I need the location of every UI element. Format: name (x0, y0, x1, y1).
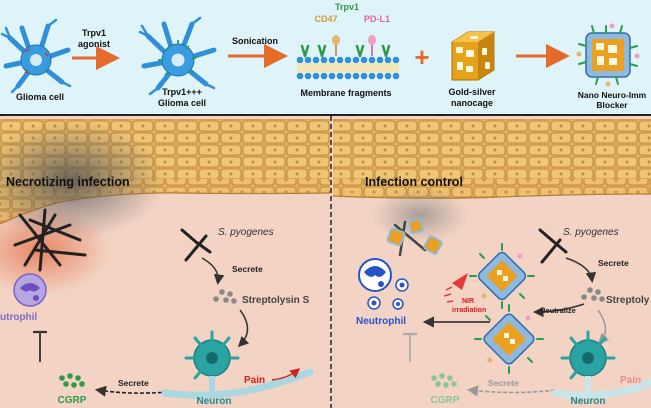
neutralize-label: Neutralize (540, 306, 576, 315)
nanocage-label-line1: Gold-silver (448, 87, 496, 97)
left-secrete2-arrow (94, 385, 169, 397)
blocker-label-line1: Nano Neuro-Imm (578, 90, 647, 100)
right-panel-title: Infection control (365, 175, 463, 189)
right-neuron-icon (551, 330, 651, 399)
nir-laser-icon (443, 273, 468, 303)
neutralize-arrow (533, 303, 585, 318)
nanocage-icon (451, 31, 495, 81)
right-residual-cloud (372, 187, 468, 243)
right-secrete2-label: Secrete (488, 378, 519, 388)
left-toxin-label: Streptolysin S (242, 295, 310, 306)
left-neutrophil-label: utrophil (0, 312, 37, 323)
right-secrete2-arrow (466, 385, 556, 397)
left-pathogen-icon (180, 228, 212, 262)
glioma-cell-icon (0, 18, 72, 94)
left-neutrophil-icon (13, 273, 47, 307)
right-secrete1-label: Secrete (598, 258, 629, 268)
right-neutrophil-icon (358, 258, 409, 310)
left-toxin-icon (213, 289, 237, 304)
sonication-label: Sonication (232, 36, 278, 46)
left-bacteria-cluster-icon (13, 208, 87, 272)
left-activation-arrow (237, 309, 250, 348)
pdl1-label: PD-L1 (364, 14, 390, 24)
left-panel-title: Necrotizing infection (6, 175, 130, 189)
right-neutrophil-label: Neutrophil (356, 316, 406, 327)
trpv1-glioma-cell-icon (138, 16, 217, 96)
left-secrete2-label: Secrete (118, 378, 149, 388)
nanocage-label-line2: nanocage (451, 98, 493, 108)
left-neuron-label: Neuron (197, 396, 232, 407)
plus-sign: + (414, 42, 429, 72)
left-secrete1-label: Secrete (232, 264, 263, 274)
right-blocker-upper-icon (469, 243, 535, 309)
left-pain-arrow (271, 368, 301, 381)
blocker-label-line2: Blocker (596, 100, 628, 110)
right-bound-bacteria-icon (386, 218, 443, 257)
trpv1-label: Trpv1 (335, 2, 359, 12)
right-toxin-icon (581, 287, 605, 302)
left-pain-label: Pain (244, 375, 265, 386)
left-secrete-arrow (201, 257, 225, 285)
agonist-label-line1: Trpv1 (82, 28, 106, 38)
nano-blocker-icon (576, 23, 640, 87)
membrane-fragments-label: Membrane fragments (300, 88, 391, 98)
membrane-fragment-icon (296, 35, 400, 80)
right-cgrp-label: CGRP (431, 395, 460, 406)
cd47-label: CD47 (314, 14, 337, 24)
right-blocker-lower-icon (474, 304, 544, 374)
left-cgrp-label: CGRP (58, 395, 87, 406)
left-pathogen-label: S. pyogenes (218, 227, 274, 238)
trpv1-cell-label-line2: Glioma cell (158, 98, 206, 108)
right-cgrp-icon (431, 373, 457, 388)
nir-label-line2: irradiation (452, 307, 486, 314)
left-neuron-icon (161, 330, 314, 399)
right-pain-label: Pain (620, 375, 641, 386)
right-neuron-label: Neuron (571, 396, 606, 407)
right-pathogen-icon (538, 228, 568, 264)
trpv1-cell-label-line1: Trpv1+++ (162, 87, 202, 97)
left-necrosis-cloud (0, 120, 165, 240)
nir-label-line1: NIR (462, 298, 474, 305)
right-pathogen-label: S. pyogenes (563, 227, 619, 238)
agonist-label-line2: agonist (78, 39, 110, 49)
glioma-cell-label: Glioma cell (16, 92, 64, 102)
left-cgrp-icon (59, 373, 85, 388)
right-toxin-label: Streptoly (606, 295, 650, 306)
right-secrete-arrow (565, 257, 597, 283)
